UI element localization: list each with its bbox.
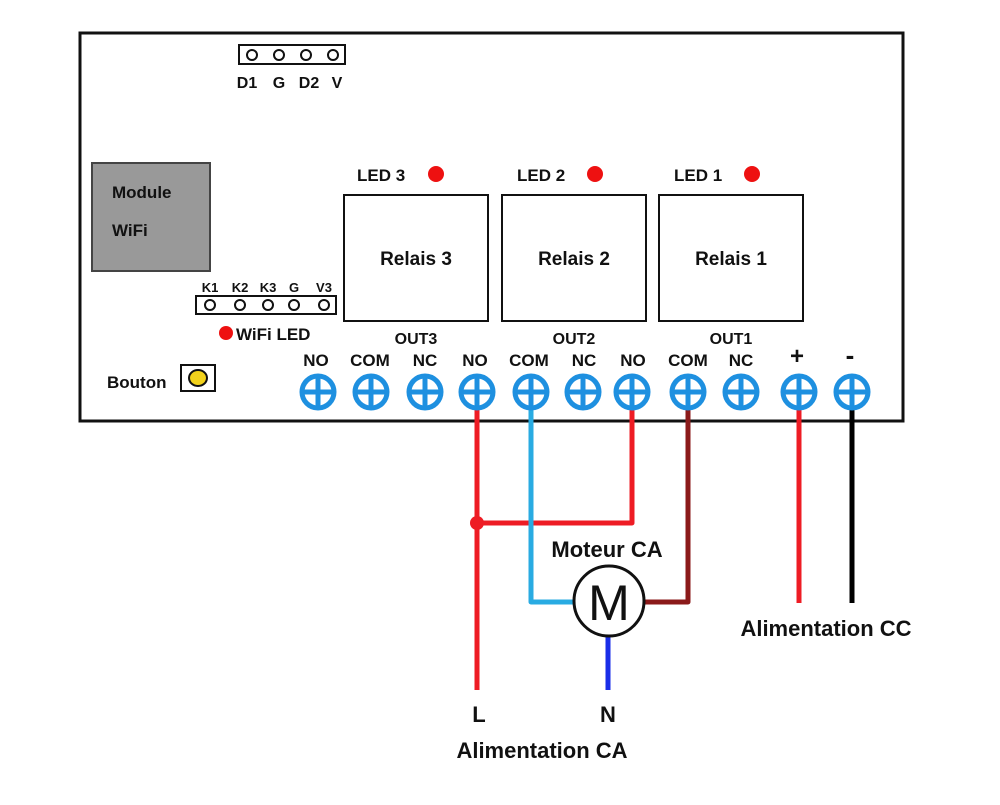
wifi-module-block <box>91 162 211 272</box>
k-pin-k2 <box>234 299 246 311</box>
wifi-module-line1: Module <box>112 183 172 202</box>
motor-title: Moteur CA <box>551 537 662 562</box>
terminal-out1-no <box>613 373 651 411</box>
led1-dot <box>744 166 760 182</box>
out3-label: OUT3 <box>395 331 438 348</box>
k-pin-label-k3: K3 <box>260 280 277 295</box>
header-pin-d1 <box>246 49 258 61</box>
motor-symbol: M <box>588 575 630 631</box>
header-label-g: G <box>273 75 285 92</box>
ac-motor: Moteur CA M <box>551 537 663 638</box>
ac-neutral-label: N <box>600 702 616 727</box>
header-block <box>238 44 346 65</box>
terminal-out3-nc <box>406 373 444 411</box>
relay3-label: Relais 3 <box>380 249 452 270</box>
terminal-label-out1-no: NO <box>620 351 646 370</box>
header-label-d2: D2 <box>299 75 320 92</box>
terminal-out1-nc <box>722 373 760 411</box>
out1-label: OUT1 <box>710 331 753 348</box>
k-pin-label-v3: V3 <box>316 280 332 295</box>
terminal-dc-minus <box>833 373 871 411</box>
terminal-label-out2-nc: NC <box>572 351 597 370</box>
out2-label: OUT2 <box>553 331 596 348</box>
relay2-box <box>501 194 647 322</box>
terminal-label-out1-com: COM <box>668 351 708 370</box>
k-pin-k1 <box>204 299 216 311</box>
motor-circle <box>572 564 646 638</box>
terminal-out3-no <box>299 373 337 411</box>
button-cap <box>188 369 208 387</box>
terminal-label-out3-no: NO <box>303 351 329 370</box>
header-pin-g <box>273 49 285 61</box>
terminal-label-out2-com: COM <box>509 351 549 370</box>
led2-dot <box>587 166 603 182</box>
k-pin-label-g: G <box>289 280 299 295</box>
header-pin-v <box>327 49 339 61</box>
wire-motor-com1 <box>643 392 691 605</box>
relay-leds: LED 3 LED 2 LED 1 <box>357 166 760 185</box>
top-header: D1 G D2 V <box>237 44 346 92</box>
led2-label: LED 2 <box>517 166 565 185</box>
terminal-out2-com <box>512 373 550 411</box>
wifi-module: Module WiFi <box>91 162 211 272</box>
k-pin-label-k1: K1 <box>202 280 219 295</box>
wifi-led-label: WiFi LED <box>236 325 310 344</box>
terminal-out1-com <box>669 373 707 411</box>
terminal-label-out3-nc: NC <box>413 351 438 370</box>
dc-supply-title: Alimentation CC <box>740 616 911 641</box>
wire-motor-com2 <box>528 392 578 605</box>
terminal-labels: NO COM NC NO COM NC NO COM NC + - <box>303 340 854 370</box>
terminal-label-out3-com: COM <box>350 351 390 370</box>
button-label: Bouton <box>107 373 166 392</box>
header-label-v: V <box>332 75 343 92</box>
k-pin-v3 <box>318 299 330 311</box>
k-pin-header: K1 K2 K3 G V3 <box>195 280 337 315</box>
ac-supply-title: Alimentation CA <box>456 738 627 763</box>
terminal-out3-com <box>352 373 390 411</box>
header-pin-d2 <box>300 49 312 61</box>
terminal-label-out2-no: NO <box>462 351 488 370</box>
k-pin-label-k2: K2 <box>232 280 249 295</box>
relay3-box <box>343 194 489 322</box>
terminal-out2-nc <box>564 373 602 411</box>
relay1-label: Relais 1 <box>695 249 767 270</box>
terminal-out2-no <box>458 373 496 411</box>
terminal-dc-plus <box>780 373 818 411</box>
wires <box>470 392 855 690</box>
relay1-box <box>658 194 804 322</box>
wifi-led-dot <box>219 326 233 340</box>
ac-line-label: L <box>472 702 485 727</box>
led3-label: LED 3 <box>357 166 405 185</box>
k-pin-g <box>288 299 300 311</box>
terminal-label-minus: - <box>846 340 855 370</box>
k-pin-k3 <box>262 299 274 311</box>
wire-junction <box>470 516 484 530</box>
led3-dot <box>428 166 444 182</box>
relays: Relais 3 Relais 2 Relais 1 <box>343 194 804 322</box>
wifi-module-line2: WiFi <box>112 221 148 240</box>
relay2-label: Relais 2 <box>538 249 610 270</box>
header-label-d1: D1 <box>237 75 258 92</box>
terminal-label-plus: + <box>790 343 804 370</box>
led1-label: LED 1 <box>674 166 722 185</box>
terminal-label-out1-nc: NC <box>729 351 754 370</box>
terminal-block <box>299 373 871 411</box>
